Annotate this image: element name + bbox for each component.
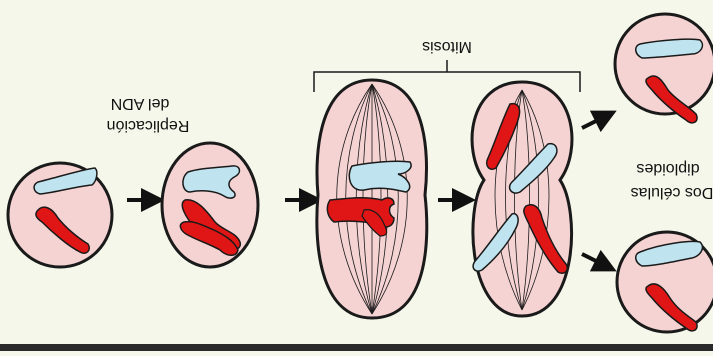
anaphase-cell xyxy=(472,82,572,316)
replication-label-line1: Replicación xyxy=(107,117,190,134)
daughters-label-line2: diploides xyxy=(636,160,699,177)
diagonal-arrow-icon xyxy=(582,254,606,266)
daughters-label-line1: Dos células xyxy=(631,184,713,201)
daughter-cell-top xyxy=(615,14,713,123)
parent-cell xyxy=(8,163,112,267)
mitosis-label: Mitosis xyxy=(422,38,472,55)
bottom-border xyxy=(0,344,713,351)
diagonal-arrow-icon xyxy=(582,116,606,128)
blue-chromosome xyxy=(349,161,411,192)
daughter-cell-bottom xyxy=(617,232,713,332)
replicated-cell xyxy=(162,143,258,267)
replication-label-line2: del ADN xyxy=(111,95,170,112)
metaphase-cell xyxy=(317,80,427,318)
